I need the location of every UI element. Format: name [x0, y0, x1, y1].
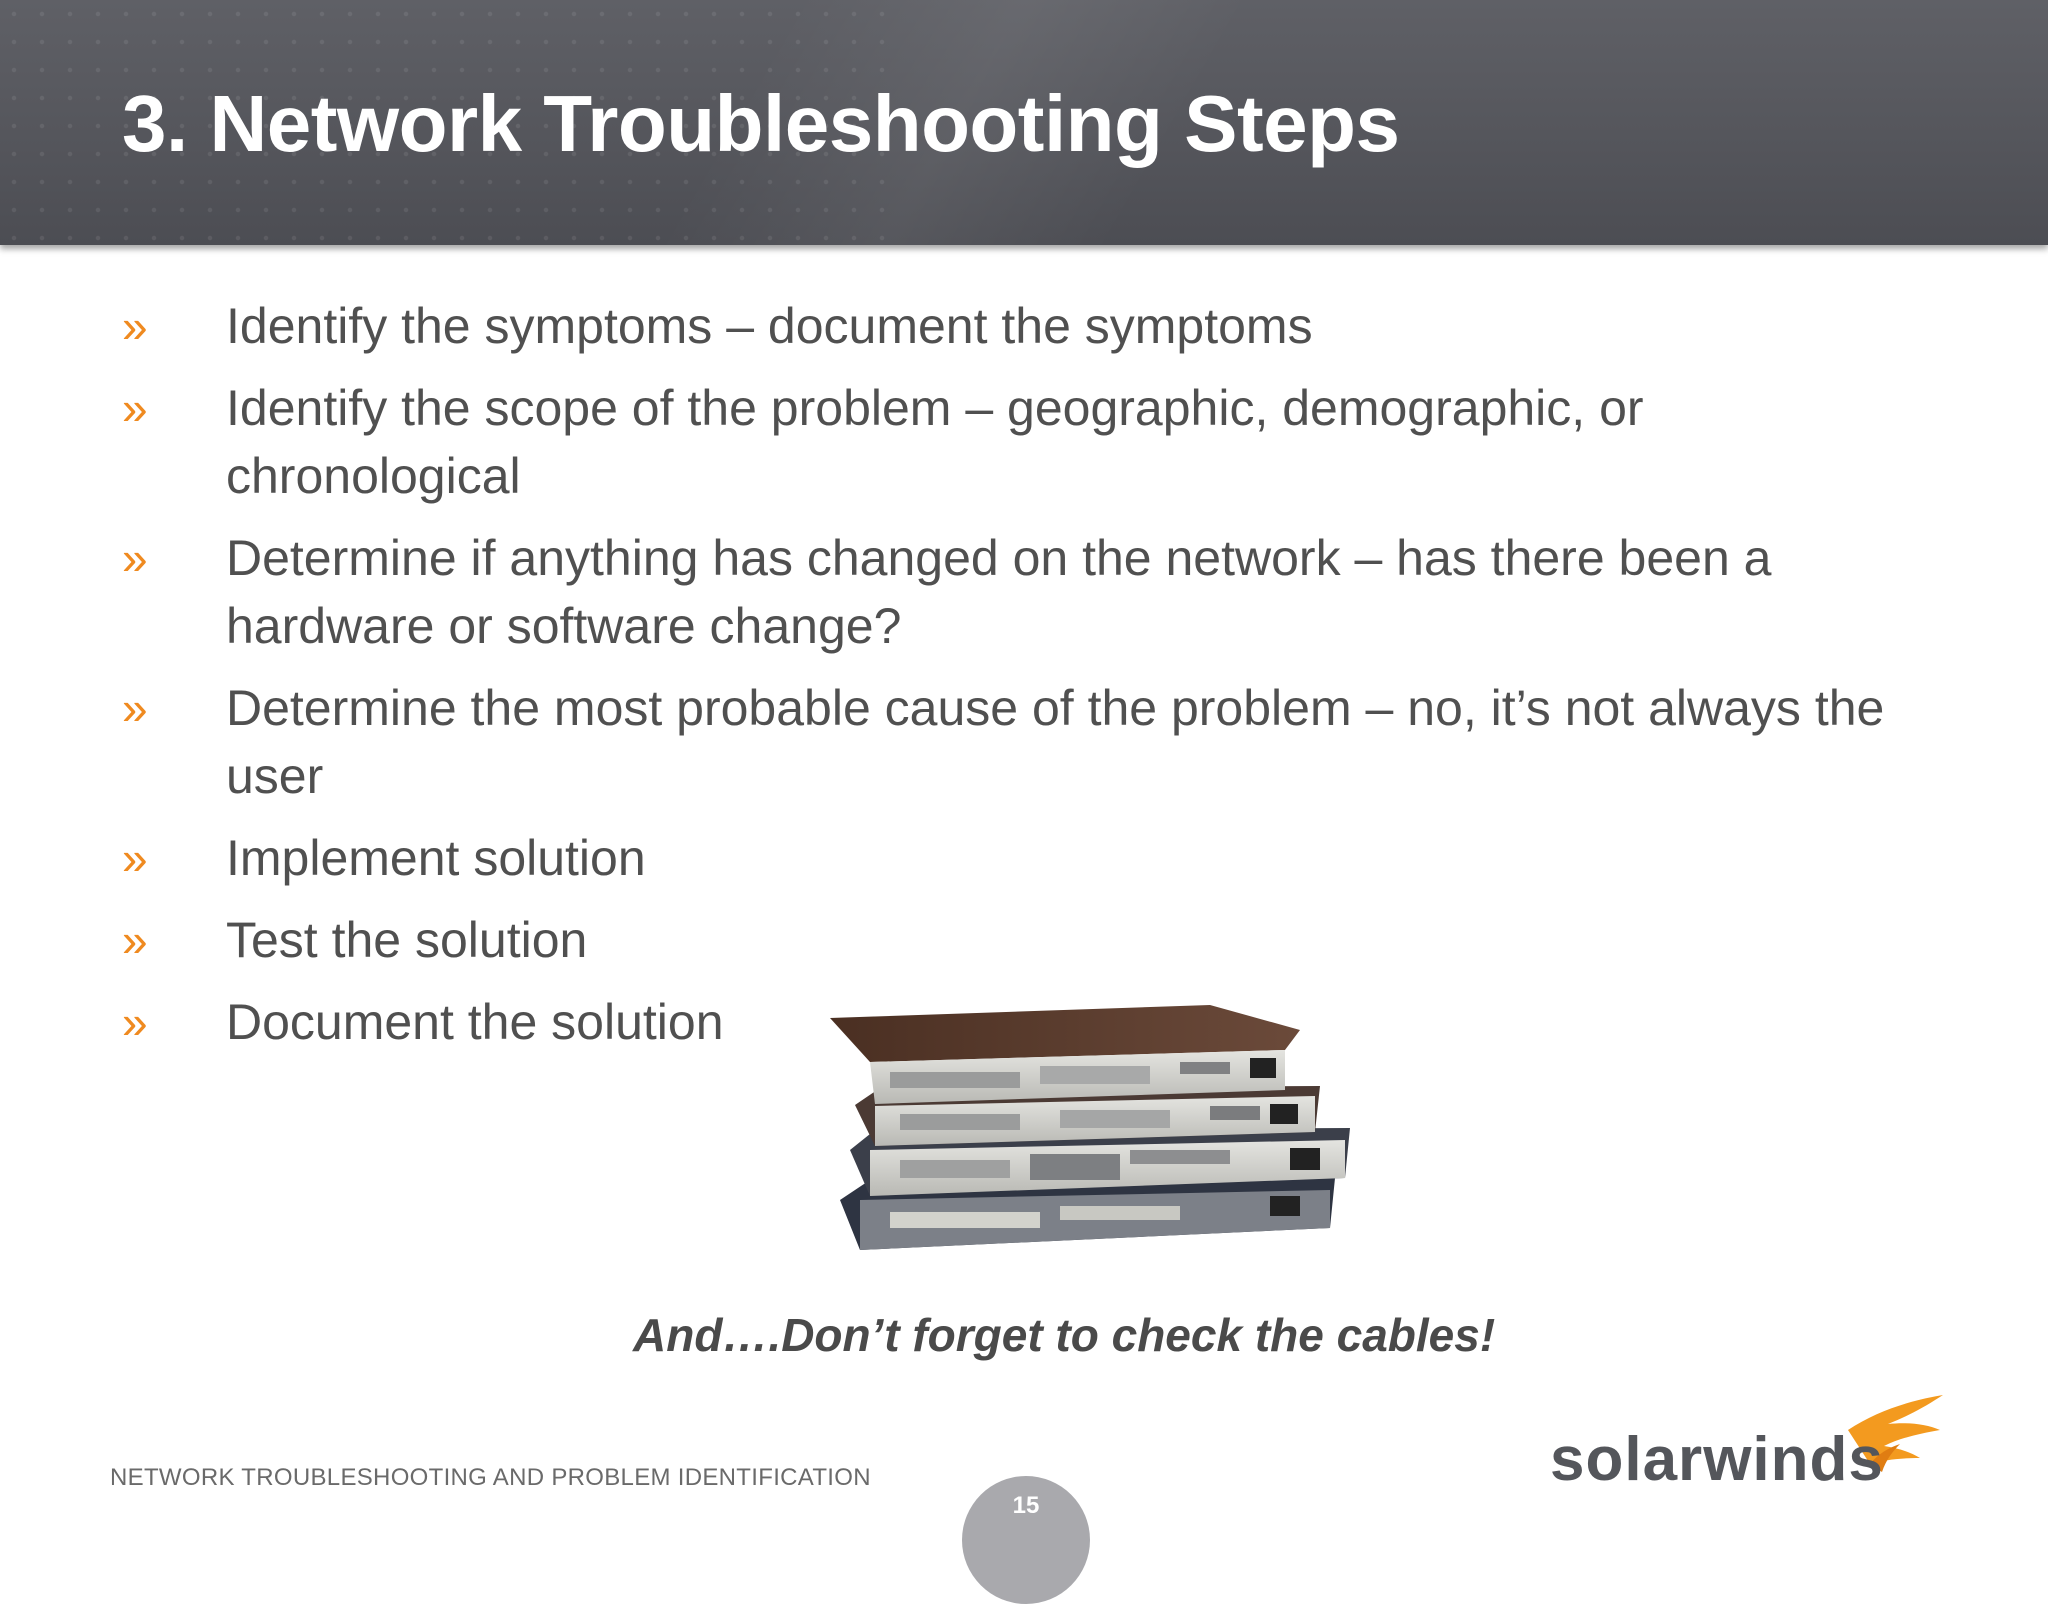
bullet-marker-icon: »	[122, 682, 148, 734]
banner-sheen	[500, 0, 1400, 245]
footer-caption: NETWORK TROUBLESHOOTING AND PROBLEM IDEN…	[110, 1464, 871, 1491]
bullet-text: Identify the symptoms – document the sym…	[226, 298, 1313, 354]
bullet-text: Implement solution	[226, 830, 646, 886]
page-number-badge: 15	[962, 1476, 1090, 1604]
bullet-text: Document the solution	[226, 994, 724, 1050]
solarwinds-flame-icon	[1848, 1395, 1943, 1472]
bullet-marker-icon: »	[122, 914, 148, 966]
bullet-text: Determine the most probable cause of the…	[226, 680, 1885, 804]
bullet-text: Determine if anything has changed on the…	[226, 530, 1772, 654]
bullet-marker-icon: »	[122, 996, 148, 1048]
page-number: 15	[1012, 1492, 1040, 1519]
bullet-item: » Determine the most probable cause of th…	[122, 674, 1922, 810]
slide-title: 3. Network Troubleshooting Steps	[122, 79, 1400, 168]
title-banner: 3. Network Troubleshooting Steps	[0, 0, 2048, 245]
check-cables-tagline: And….Don’t forget to check the cables!	[633, 1309, 1496, 1361]
bullet-marker-icon: »	[122, 532, 148, 584]
bullet-item: » Identify the symptoms – document the sy…	[122, 292, 1922, 360]
bullet-item: » Test the solution	[122, 906, 1922, 974]
bullet-item: » Implement solution	[122, 824, 1922, 892]
bullet-marker-icon: »	[122, 300, 148, 352]
solarwinds-logo-text: solarwinds	[1550, 1425, 1884, 1494]
bullet-item: » Determine if anything has changed on th…	[122, 524, 1922, 660]
bullet-list: » Identify the symptoms – document the sy…	[122, 292, 1922, 1070]
bullet-text: Identify the scope of the problem – geog…	[226, 380, 1644, 504]
stacked-routers-image	[830, 1005, 1350, 1250]
bullet-marker-icon: »	[122, 832, 148, 884]
bullet-marker-icon: »	[122, 382, 148, 434]
bullet-item: » Document the solution	[122, 988, 1922, 1056]
banner-dot-pattern	[0, 0, 900, 245]
bullet-item: » Identify the scope of the problem – geo…	[122, 374, 1922, 510]
bullet-text: Test the solution	[226, 912, 588, 968]
